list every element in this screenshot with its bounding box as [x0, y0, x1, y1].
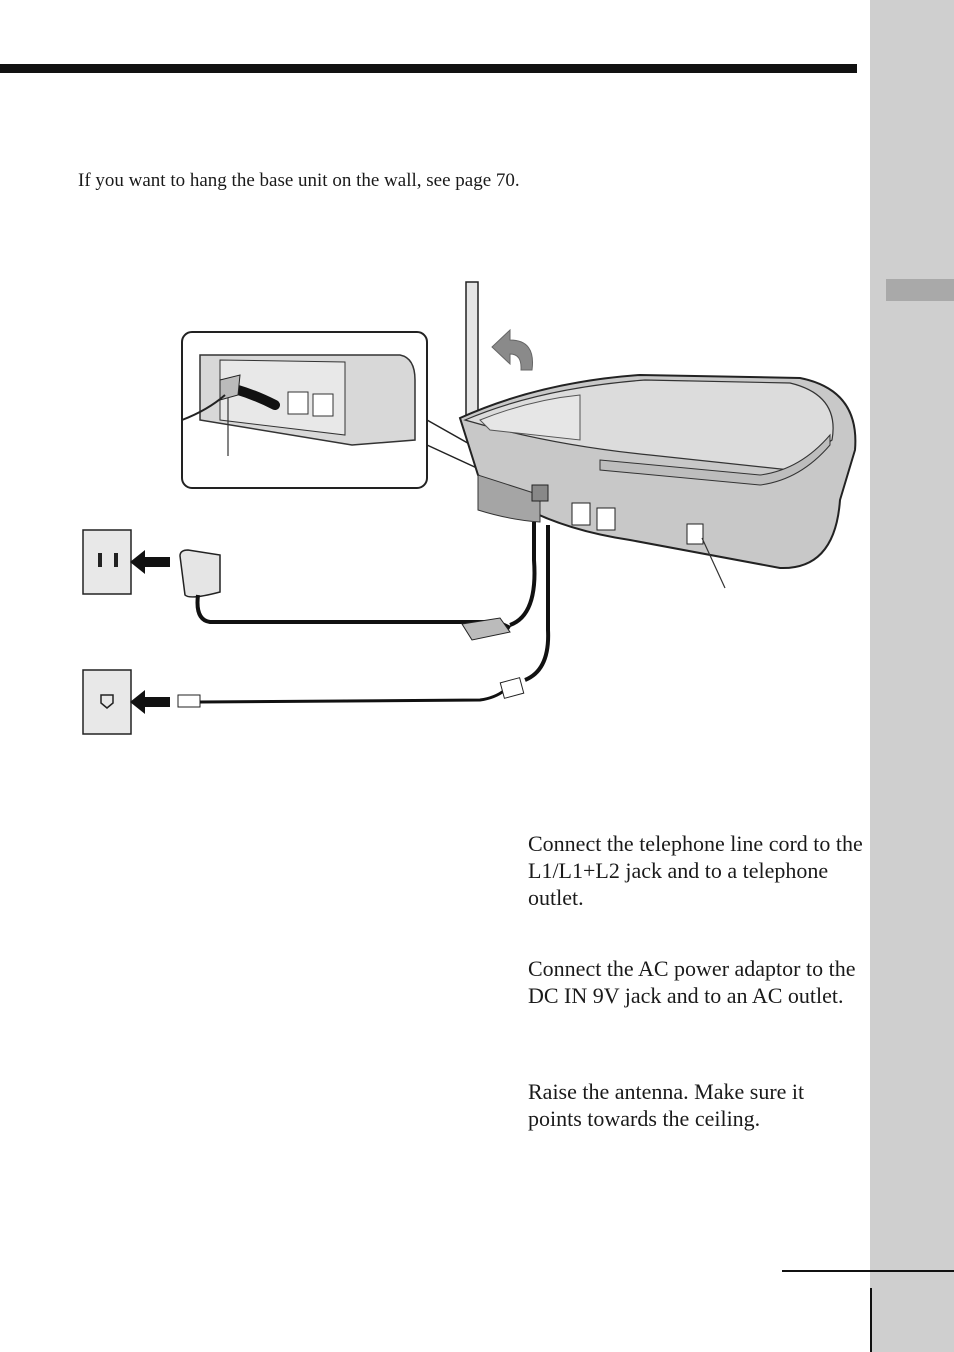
footer-rule: [782, 1270, 954, 1272]
base-unit-icon: [458, 373, 857, 589]
step-connect-ac-adaptor: Connect the AC power adaptor to the DC I…: [528, 956, 856, 1008]
telephone-outlet-icon: [82, 669, 170, 735]
header-rule: [0, 64, 857, 73]
ac-outlet-icon: [82, 529, 170, 595]
raise-arrow-icon: [491, 328, 534, 371]
step-raise-antenna: Raise the antenna. Make sure it points t…: [528, 1079, 805, 1131]
ac-power-adaptor-icon: [179, 522, 537, 641]
antenna-icon: [465, 281, 479, 433]
step-connect-line-cord: Connect the telephone line cord to the L…: [528, 831, 863, 910]
intro-text: If you want to hang the base unit on the…: [78, 170, 520, 191]
inset-closeup: [181, 331, 428, 489]
telephone-line-cord-icon: [177, 525, 551, 708]
footer-divider: [870, 1288, 872, 1352]
side-tab: [870, 0, 954, 1352]
connection-illustration: [82, 281, 857, 735]
section-marker: [886, 279, 954, 301]
